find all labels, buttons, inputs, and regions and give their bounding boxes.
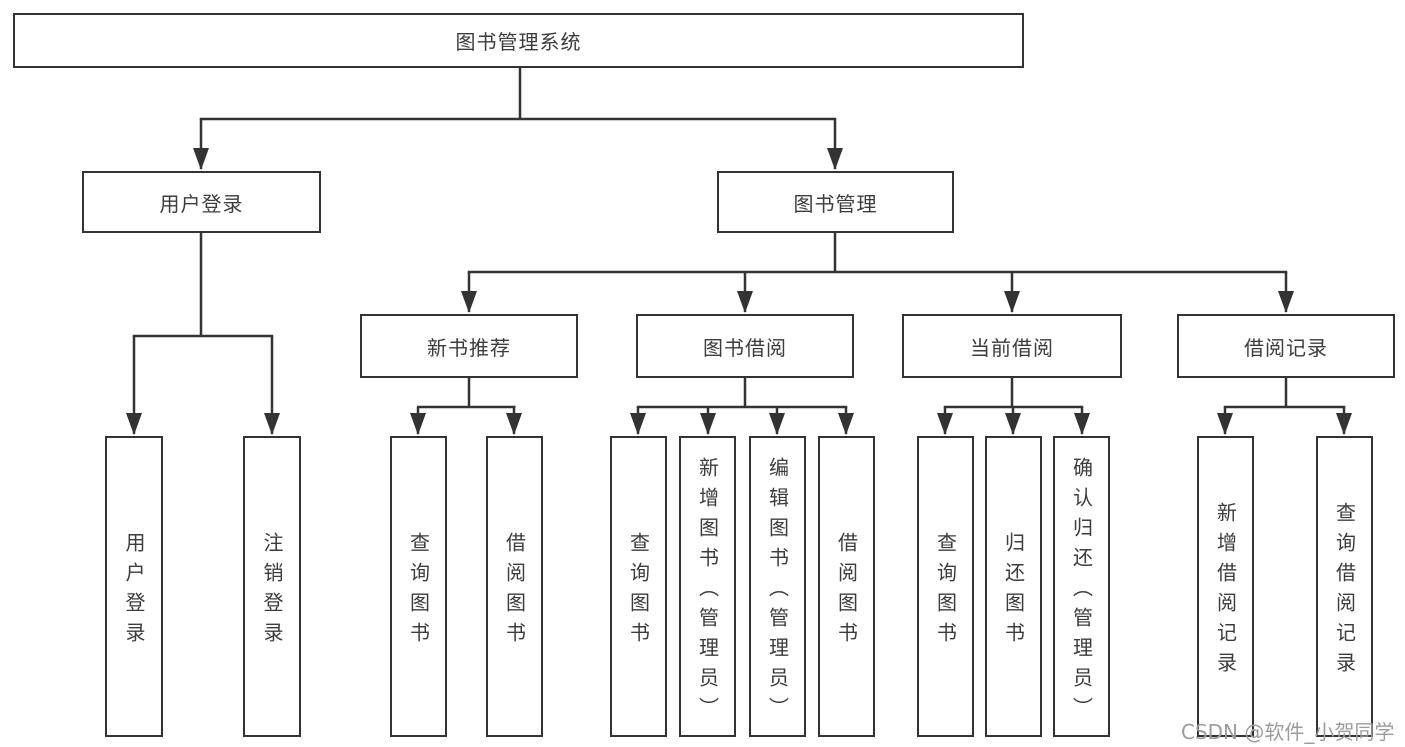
leaf-add-book-admin-label: 新增图书（管理员） [695, 456, 720, 727]
node-book-management: 图书管理 [717, 171, 954, 233]
leaf-return-book-label: 归还图书 [1001, 531, 1026, 652]
node-user-login: 用户登录 [82, 171, 321, 233]
node-borrow-records: 借阅记录 [1177, 314, 1395, 378]
leaf-query-borrow-record: 查询借阅记录 [1316, 436, 1373, 737]
leaf-borrow-books-label: 借阅图书 [502, 531, 527, 652]
csdn-watermark: CSDN @软件_小贺同学 [1181, 720, 1395, 744]
leaf-confirm-return-admin-label: 确认归还（管理员） [1069, 456, 1094, 727]
node-book-borrow: 图书借阅 [636, 314, 854, 378]
leaf-query-books-label: 查询图书 [933, 531, 958, 652]
leaf-edit-book-admin-label: 编辑图书（管理员） [765, 456, 790, 727]
leaf-confirm-return-admin: 确认归还（管理员） [1053, 436, 1110, 737]
node-library-management-system: 图书管理系统 [13, 13, 1024, 68]
leaf-user-login-label: 用户登录 [122, 531, 146, 652]
leaf-borrow-books: 借阅图书 [818, 436, 875, 737]
leaf-query-books: 查询图书 [390, 436, 447, 737]
connector-user-login [126, 233, 280, 435]
node-current-borrow: 当前借阅 [902, 314, 1122, 378]
leaf-query-books: 查询图书 [917, 436, 974, 737]
leaf-add-borrow-record-label: 新增借阅记录 [1213, 501, 1238, 682]
leaf-query-books-label: 查询图书 [406, 531, 431, 652]
connector-borrow-records [1217, 378, 1352, 435]
leaf-edit-book-admin: 编辑图书（管理员） [749, 436, 806, 737]
connector-new-book-recommend [410, 378, 522, 435]
connector-current-borrow [937, 378, 1090, 435]
leaf-query-books: 查询图书 [610, 436, 667, 737]
connector-book-borrow [630, 378, 854, 435]
leaf-add-borrow-record: 新增借阅记录 [1197, 436, 1254, 737]
node-new-book-recommend: 新书推荐 [360, 314, 578, 378]
leaf-logout-label: 注销登录 [260, 531, 284, 652]
leaf-borrow-books-label: 借阅图书 [834, 531, 859, 652]
leaf-user-login: 用户登录 [105, 436, 163, 737]
leaf-logout: 注销登录 [243, 436, 301, 737]
leaf-return-book: 归还图书 [985, 436, 1042, 737]
leaf-query-borrow-record-label: 查询借阅记录 [1332, 501, 1357, 682]
leaf-borrow-books: 借阅图书 [486, 436, 543, 737]
leaf-add-book-admin: 新增图书（管理员） [679, 436, 736, 737]
leaf-query-books-label: 查询图书 [626, 531, 651, 652]
connector-book-management [461, 233, 1294, 313]
connector-root [193, 66, 843, 170]
